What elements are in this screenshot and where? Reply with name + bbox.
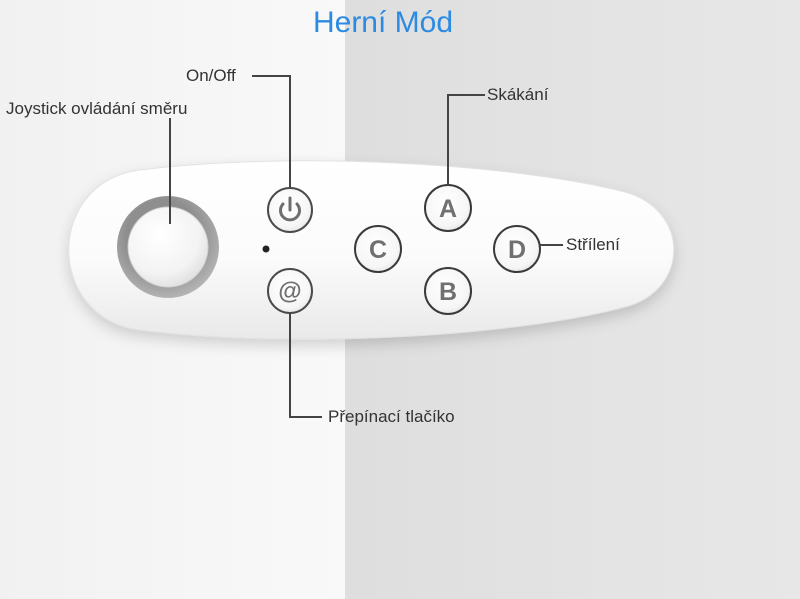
button-a[interactable]: A — [424, 184, 472, 232]
label-onoff: On/Off — [186, 66, 236, 85]
button-d[interactable]: D — [493, 225, 541, 273]
power-icon — [279, 196, 301, 222]
leader-line-onoff — [252, 75, 291, 188]
joystick[interactable] — [117, 196, 219, 298]
diagram-title: Herní Mód — [312, 6, 454, 39]
at-icon: @ — [278, 278, 301, 305]
button-c[interactable]: C — [354, 225, 402, 273]
button-b[interactable]: B — [424, 267, 472, 315]
leader-line-jump — [447, 94, 485, 185]
label-jump: Skákání — [487, 85, 549, 104]
label-joystick: Joystick ovládání směru — [6, 99, 188, 118]
button-b-letter: B — [439, 278, 457, 306]
indicator-led — [262, 245, 270, 253]
label-shoot: Střílení — [566, 235, 620, 254]
power-button[interactable] — [267, 187, 313, 233]
label-switch: Přepínací tlačíko — [328, 407, 455, 426]
leader-line-switch — [289, 313, 322, 418]
button-c-letter: C — [369, 236, 387, 264]
mode-button[interactable]: @ — [267, 268, 313, 314]
button-d-letter: D — [508, 236, 526, 264]
button-a-letter: A — [439, 195, 457, 223]
